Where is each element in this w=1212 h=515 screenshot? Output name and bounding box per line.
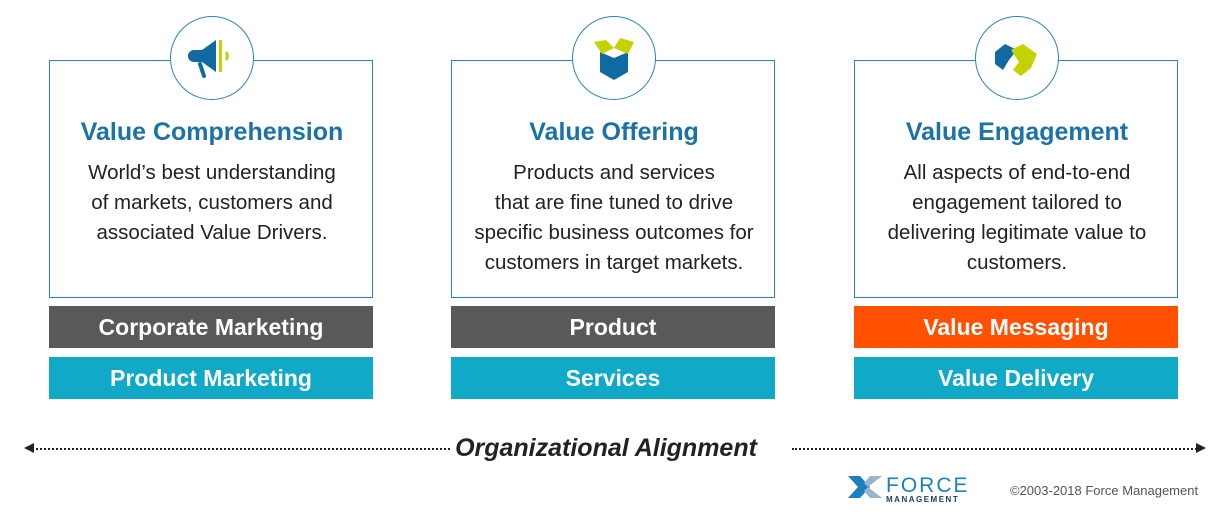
svg-text:FORCE: FORCE — [886, 474, 970, 497]
arrow-left-line — [32, 448, 450, 450]
card-title: Value Offering — [529, 118, 699, 146]
bar-value-messaging: Value Messaging — [854, 306, 1178, 348]
handshake-icon — [975, 16, 1059, 100]
bar-corporate-marketing: Corporate Marketing — [49, 306, 373, 348]
open-box-icon — [572, 16, 656, 100]
arrow-right-icon — [1196, 443, 1206, 453]
card-title: Value Engagement — [905, 118, 1129, 146]
bar-value-delivery: Value Delivery — [854, 357, 1178, 399]
svg-text:MANAGEMENT: MANAGEMENT — [886, 495, 959, 504]
bar-services: Services — [451, 357, 775, 399]
card-title: Value Comprehension — [80, 118, 344, 146]
bar-product: Product — [451, 306, 775, 348]
megaphone-icon — [170, 16, 254, 100]
arrow-right-line — [792, 448, 1200, 450]
axis-label: Organizational Alignment — [455, 434, 757, 462]
bar-product-marketing: Product Marketing — [49, 357, 373, 399]
copyright: ©2003-2018 Force Management — [1010, 483, 1199, 498]
arrow-left-icon — [24, 443, 34, 453]
